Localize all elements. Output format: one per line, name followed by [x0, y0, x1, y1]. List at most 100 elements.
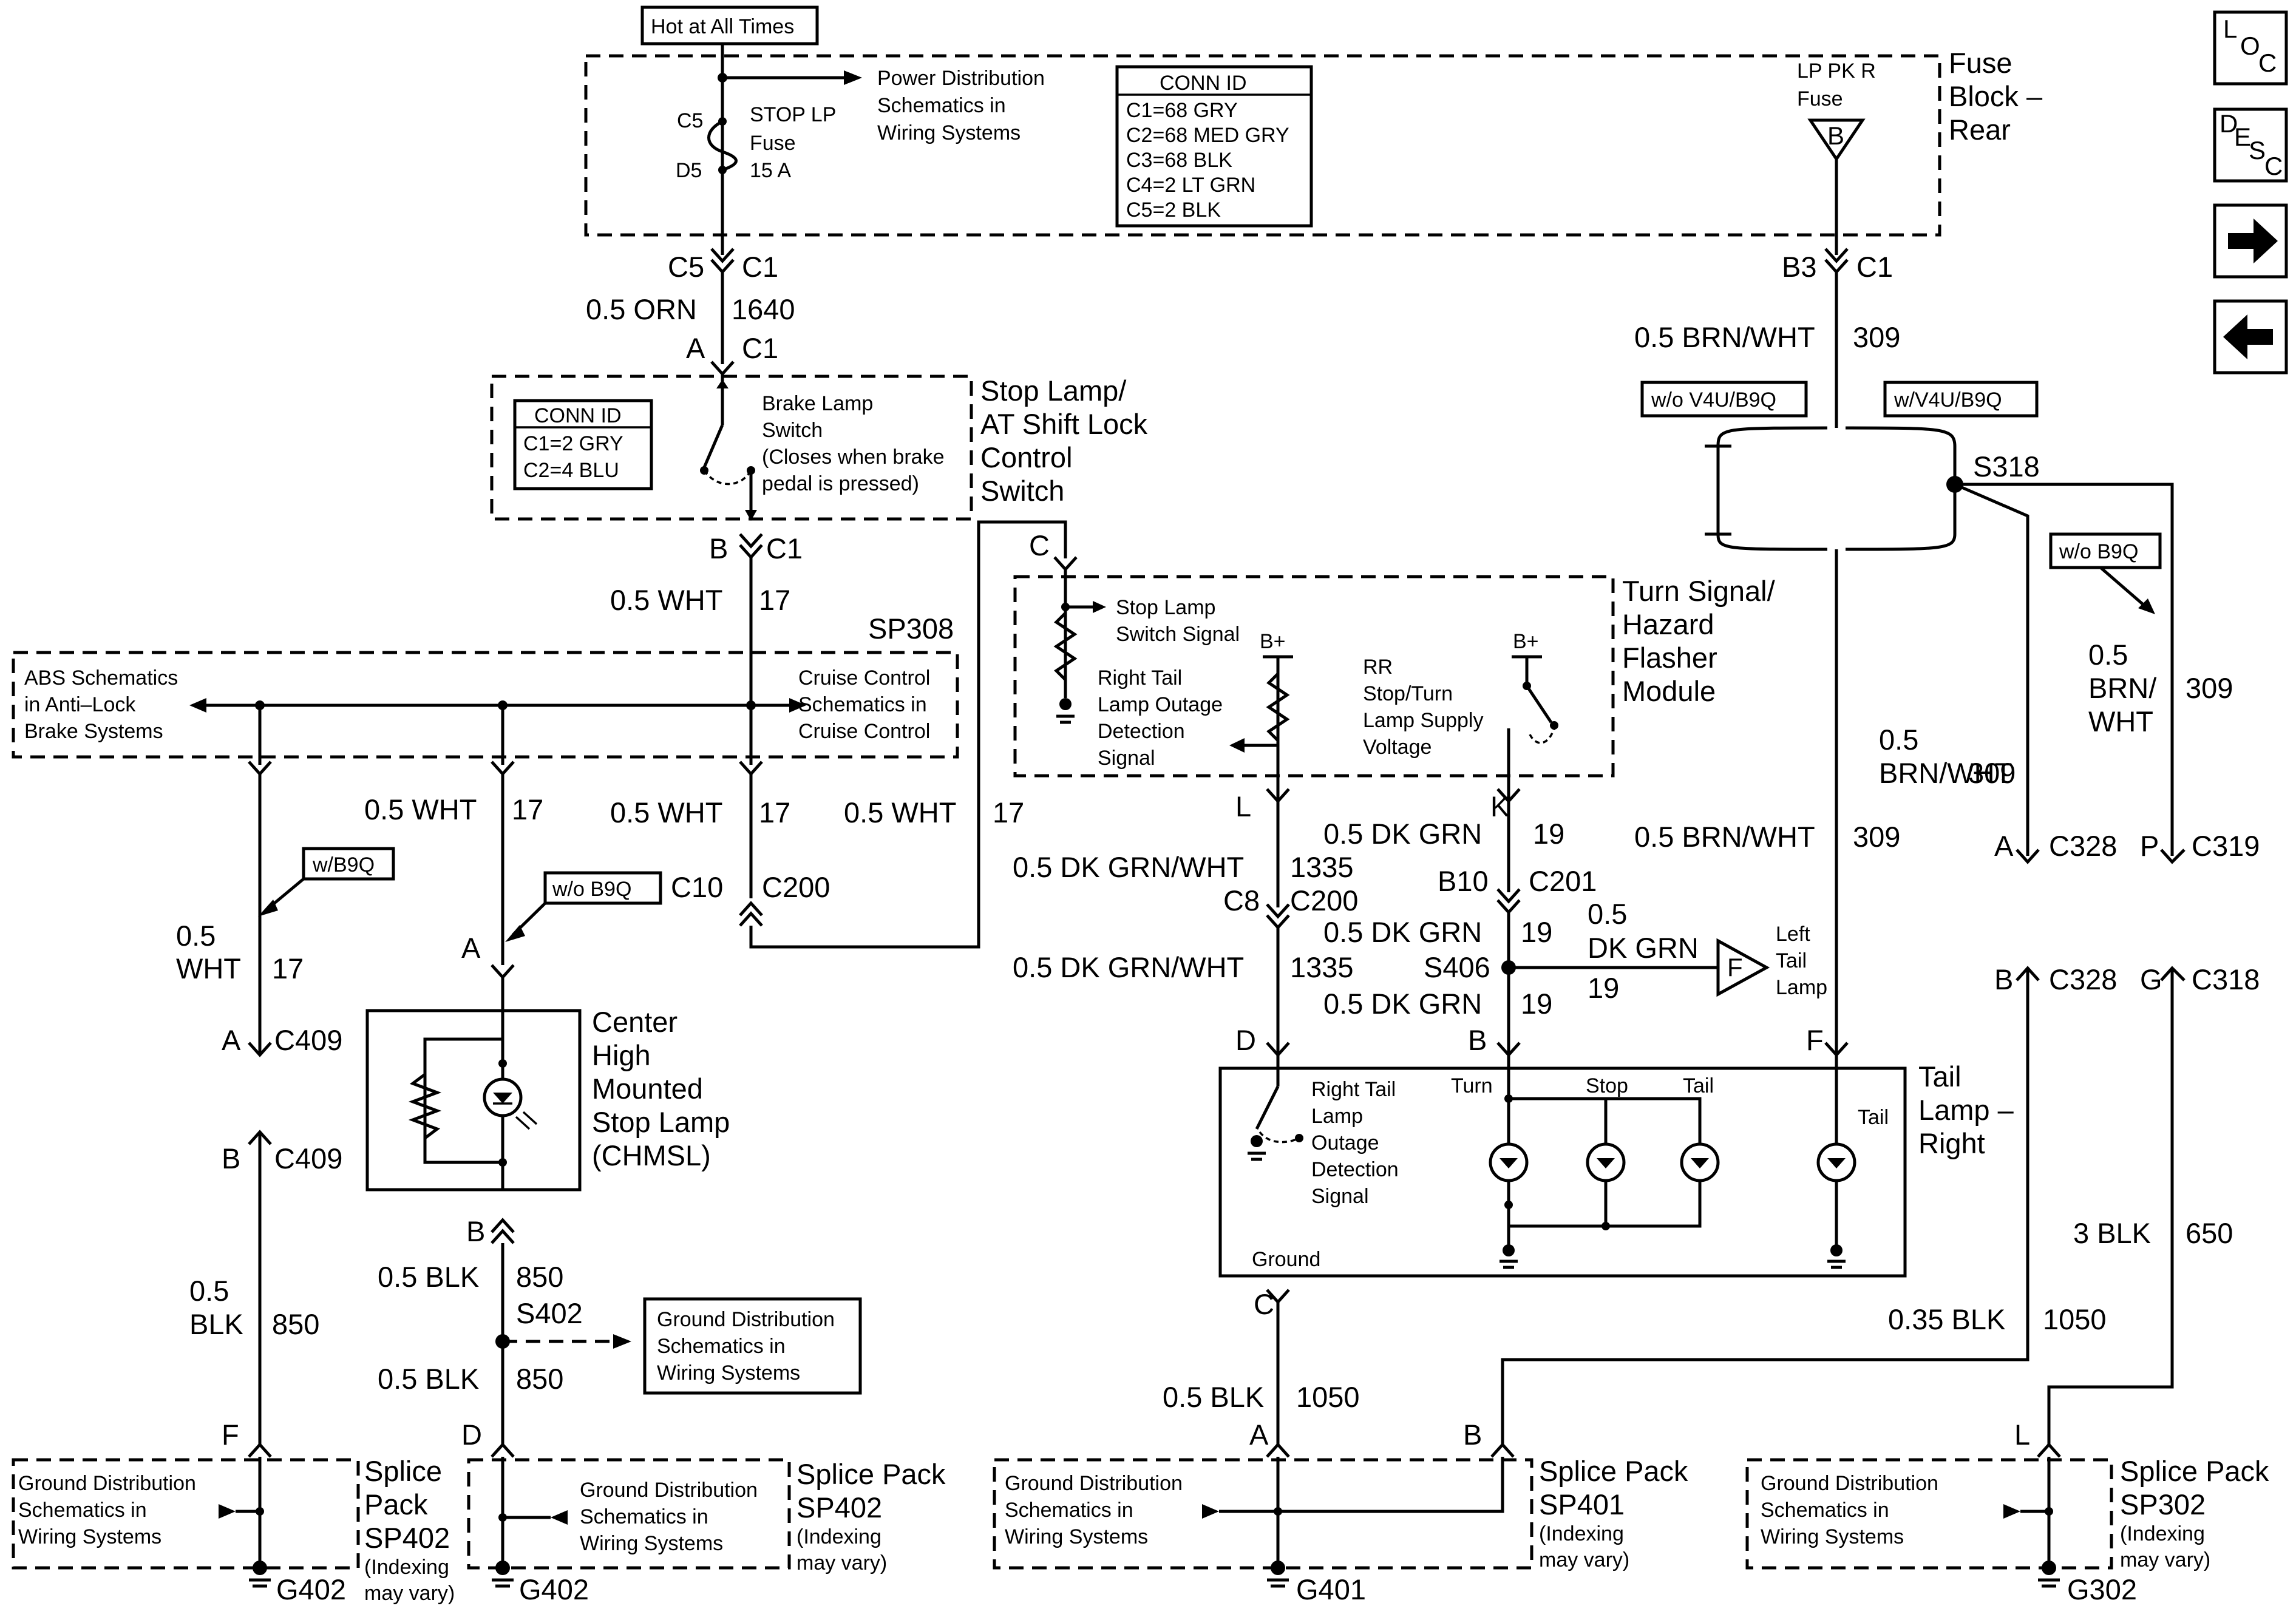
wire-label: C1: [766, 532, 803, 564]
splice-pack-sp302: Ground Distribution Schematics in Wiring…: [1745, 1442, 2269, 1605]
svg-text:CONN ID: CONN ID: [534, 404, 622, 427]
svg-text:Splice Pack: Splice Pack: [796, 1458, 946, 1490]
wire-label: WHT: [2088, 705, 2153, 737]
next-page-button[interactable]: [2213, 203, 2288, 279]
svg-text:D5: D5: [676, 159, 702, 182]
option-w-b9q: w/B9Q: [258, 847, 395, 917]
ground-g401: G401: [1296, 1573, 1366, 1605]
wire-label: 850: [272, 1308, 319, 1340]
wire-label: C8: [1223, 884, 1260, 917]
wire-label: C201: [1529, 865, 1597, 897]
wire-label: B10: [1438, 865, 1489, 897]
wire-label: DK GRN: [1588, 932, 1699, 964]
wire-label: S318: [1973, 450, 2040, 483]
svg-text:15 A: 15 A: [750, 159, 791, 182]
wire-label: 0.5 WHT: [610, 796, 722, 829]
svg-text:LP PK R: LP PK R: [1797, 59, 1876, 83]
chmsl-lamp: Center High Mounted Stop Lamp (CHMSL): [365, 977, 730, 1192]
wire-label: K: [1490, 790, 1509, 822]
option-w-v4u: w/V4U/B9Q: [1883, 381, 2039, 418]
wire-label: 0.5 BLK: [378, 1261, 479, 1293]
right-arrow-icon: [2228, 219, 2278, 263]
svg-text:Ground Distribution: Ground Distribution: [1761, 1472, 1938, 1495]
ground-g402: G402: [519, 1573, 589, 1605]
svg-text:Fuse: Fuse: [750, 132, 796, 155]
wire-label: B: [222, 1142, 240, 1175]
svg-text:Switch Signal: Switch Signal: [1116, 623, 1240, 646]
svg-text:Schematics in: Schematics in: [1761, 1499, 1889, 1522]
svg-text:(Indexing: (Indexing: [796, 1525, 881, 1548]
svg-text:Tail: Tail: [1858, 1106, 1889, 1129]
svg-text:SP402: SP402: [796, 1491, 882, 1524]
wire-label: C409: [274, 1024, 342, 1056]
loc-button[interactable]: L O C: [2213, 10, 2288, 86]
wire-label: S402: [516, 1297, 583, 1329]
svg-text:Right: Right: [1918, 1127, 1985, 1159]
svg-text:C: C: [2258, 49, 2277, 77]
wire-label: C5: [668, 251, 704, 283]
svg-text:C2=68 MED GRY: C2=68 MED GRY: [1126, 124, 1289, 147]
svg-text:D: D: [2220, 109, 2238, 138]
wire-label: 309: [1853, 821, 1900, 853]
wire-label: 850: [516, 1261, 563, 1293]
option-wo-b9q-right: w/o B9Q: [2049, 532, 2162, 614]
wire-label: 17: [759, 796, 790, 829]
svg-text:Cruise Control: Cruise Control: [798, 666, 930, 690]
svg-text:Stop Lamp: Stop Lamp: [592, 1106, 730, 1138]
svg-text:Block –: Block –: [1949, 80, 2043, 112]
svg-text:(Indexing: (Indexing: [1539, 1522, 1624, 1545]
svg-text:Splice: Splice: [364, 1455, 442, 1487]
wire-label: C200: [1290, 884, 1358, 917]
wire-label: B3: [1782, 251, 1817, 283]
wire-label: 1335: [1290, 851, 1354, 883]
option-wo-v4u: w/o V4U/B9Q: [1640, 381, 1808, 418]
wire-label: A: [1994, 830, 2014, 862]
svg-text:C2=4 BLU: C2=4 BLU: [523, 459, 619, 482]
svg-text:Wiring Systems: Wiring Systems: [1005, 1525, 1148, 1548]
svg-text:O: O: [2240, 32, 2260, 60]
svg-text:C4=2 LT GRN: C4=2 LT GRN: [1126, 174, 1255, 197]
stop-lamp-switch: Brake Lamp Switch (Closes when brake ped…: [490, 361, 1148, 521]
splice-pack-sp402: Ground Distribution Schematics in Wiring…: [467, 1442, 946, 1605]
svg-text:Right Tail: Right Tail: [1311, 1078, 1396, 1101]
svg-text:S: S: [2249, 136, 2266, 164]
fuse-block-rear: Hot at All Times Power Distribution Sche…: [584, 5, 2043, 255]
svg-text:Brake Lamp: Brake Lamp: [762, 392, 873, 415]
svg-text:Ground Distribution: Ground Distribution: [1005, 1472, 1183, 1495]
svg-text:w/o V4U/B9Q: w/o V4U/B9Q: [1651, 388, 1776, 412]
wire-label: 19: [1533, 818, 1564, 850]
svg-text:Schematics in: Schematics in: [1005, 1499, 1133, 1522]
wire-label: 309: [1968, 757, 2016, 789]
desc-button[interactable]: D E S C: [2213, 107, 2288, 183]
wire-label: F: [1806, 1024, 1824, 1056]
svg-text:AT Shift Lock: AT Shift Lock: [980, 408, 1148, 440]
wire-label: C10: [671, 871, 723, 903]
svg-text:C: C: [2264, 152, 2283, 180]
svg-text:F: F: [1727, 953, 1743, 981]
prev-page-button[interactable]: [2213, 299, 2288, 375]
svg-text:in Anti–Lock: in Anti–Lock: [24, 693, 136, 716]
wire-label: D: [1235, 1024, 1256, 1056]
wire-label: B: [466, 1215, 485, 1247]
left-arrow-icon: [2223, 314, 2273, 359]
wire-label: C: [1029, 529, 1050, 561]
svg-text:Switch: Switch: [980, 475, 1064, 507]
svg-text:SP401: SP401: [1539, 1488, 1625, 1520]
svg-text:Detection: Detection: [1311, 1158, 1399, 1181]
hot-at-all-times-label: Hot at All Times: [651, 15, 794, 38]
svg-text:Tail: Tail: [1683, 1074, 1714, 1097]
svg-text:(Indexing: (Indexing: [2120, 1522, 2205, 1545]
wire-label: 309: [1853, 321, 1900, 353]
svg-text:SP302: SP302: [2120, 1488, 2206, 1520]
svg-text:Pack: Pack: [364, 1488, 428, 1520]
svg-text:Switch: Switch: [762, 419, 823, 442]
svg-text:CONN ID: CONN ID: [1160, 72, 1247, 95]
svg-text:Turn Signal/: Turn Signal/: [1622, 575, 1776, 607]
svg-text:w/B9Q: w/B9Q: [312, 853, 375, 876]
svg-text:Signal: Signal: [1311, 1185, 1369, 1208]
turn-signal-hazard-module: Stop Lamp Switch Signal Right Tail Lamp …: [1013, 569, 1776, 801]
svg-text:Wiring Systems: Wiring Systems: [580, 1532, 723, 1555]
svg-text:SP402: SP402: [364, 1522, 450, 1554]
svg-text:Turn: Turn: [1451, 1074, 1493, 1097]
svg-text:Cruise Control: Cruise Control: [798, 720, 930, 743]
